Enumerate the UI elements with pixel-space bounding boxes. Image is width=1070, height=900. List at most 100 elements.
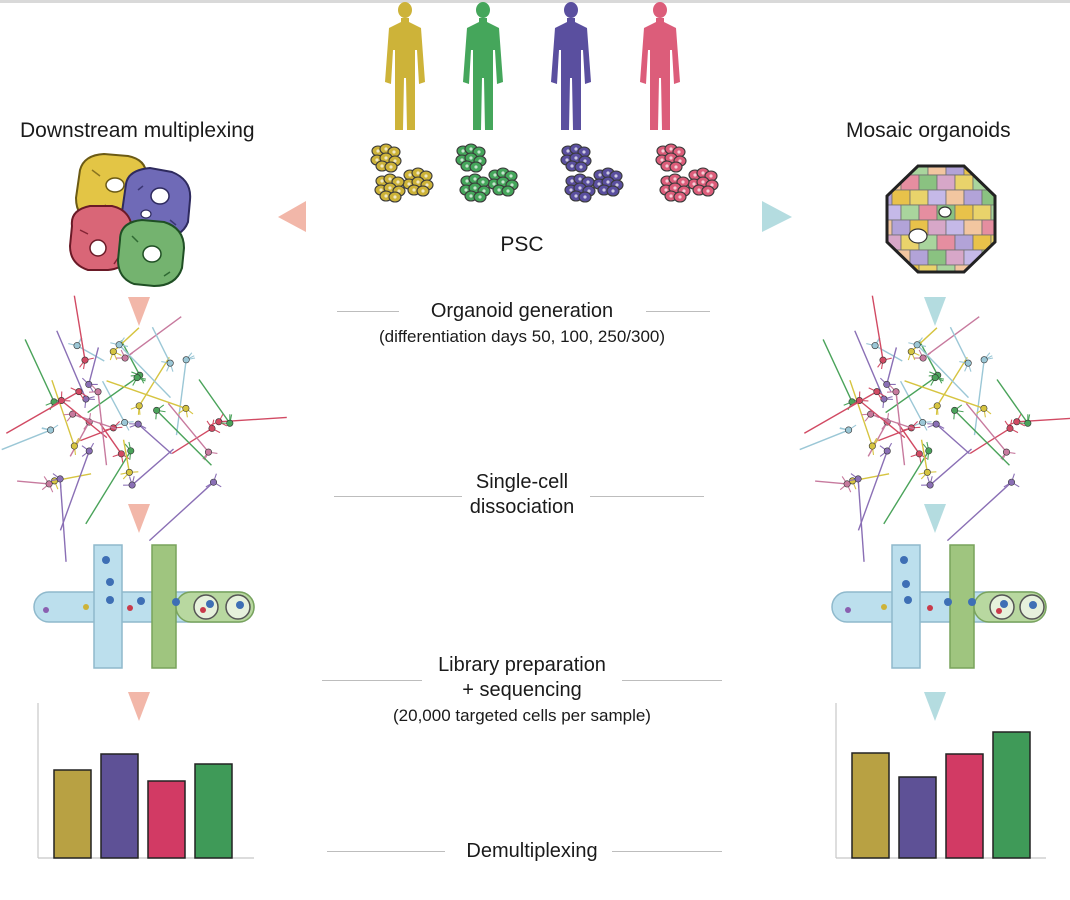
axon [51,379,76,447]
axon [883,450,930,525]
bar [992,731,1031,859]
left-arrow [278,201,306,232]
bar [53,769,92,859]
neuron-soma [980,404,988,412]
divider-line [334,496,462,497]
axon [156,409,212,466]
neuron-network-right [799,295,1070,562]
neuron-soma [923,468,931,476]
neuron-soma [1006,424,1014,432]
neuron-soma [919,419,927,427]
neuron-soma [109,348,117,356]
axon [858,399,906,439]
neuron-soma [210,478,218,486]
axon [916,344,969,399]
neuron-soma [854,475,862,483]
neuron-soma [204,448,212,456]
axon [896,422,920,455]
bar [147,780,186,859]
bar [100,753,139,859]
axon [857,478,865,562]
axon [98,422,122,455]
axon [867,421,888,457]
neuron-soma [868,442,876,450]
neuron-soma [81,356,89,364]
bar [194,763,233,859]
neuron-soma [883,447,891,455]
left-down-arrow-1 [128,297,150,326]
axon [131,448,174,486]
axon [886,347,898,385]
neuron-soma [907,348,915,356]
organoid-green [116,218,186,288]
axon [803,391,878,434]
bar-chart-right [835,703,1046,859]
axon [97,391,108,466]
axon [857,450,888,531]
neuron-soma [873,388,881,396]
axon [175,359,187,436]
axon [910,327,938,353]
axon [899,380,924,423]
divider-line [322,680,422,681]
neuron-soma [153,406,161,414]
axon [85,450,132,525]
neuron-soma [208,424,216,432]
divider-line [622,680,722,681]
bar-chart-left [37,703,254,859]
mosaic-organoid [885,164,997,274]
neuron-soma [75,388,83,396]
axon [949,326,969,364]
neuron-soma [47,426,55,434]
neuron-soma [85,447,93,455]
axon [799,429,849,451]
axon [101,380,126,423]
neuron-soma [73,342,81,350]
neuron-soma [951,406,959,414]
axon [946,481,1012,542]
neuron-soma [85,380,93,388]
neuron-soma [127,447,135,455]
neuron-soma [892,388,900,396]
neuron-soma [964,359,972,367]
neuron-soma [915,450,923,458]
axon [973,359,985,436]
neuron-soma [182,404,190,412]
axon [874,345,903,362]
right-down-arrow-3 [924,692,946,721]
neuron-soma [135,402,143,410]
step-library-line1: Library preparation [438,654,606,676]
neuron-soma [871,342,879,350]
axon [59,450,90,531]
neuron-soma [883,380,891,388]
axon [17,480,50,485]
left-down-arrow-3 [128,692,150,721]
divider-line [327,851,445,852]
divider-line [612,851,722,852]
multiplexed-organoids [68,152,192,288]
axon [871,295,884,361]
axon [56,330,87,400]
neuron-soma [919,354,927,362]
axon [87,377,138,414]
neuron-soma [215,418,223,426]
step-demultiplexing: Demultiplexing [466,840,598,862]
step-organoid-generation-detail: (differentiation days 50, 100, 250/300) [378,327,666,346]
axon [59,478,67,562]
neuron-soma [931,374,939,382]
right-down-arrow-2 [924,504,946,533]
neuron-soma [133,374,141,382]
divider-line [646,311,710,312]
divider-line [337,311,399,312]
psc-label: PSC [500,233,544,256]
left-heading: Downstream multiplexing [20,119,255,142]
neuron-soma [117,450,125,458]
axon [935,423,971,455]
neuron-soma [1008,478,1016,486]
psc-colony [560,143,624,203]
axon [69,421,90,457]
axon [148,481,214,542]
neuron-soma [70,442,78,450]
axon [922,316,980,359]
psc-colonies [370,143,719,203]
